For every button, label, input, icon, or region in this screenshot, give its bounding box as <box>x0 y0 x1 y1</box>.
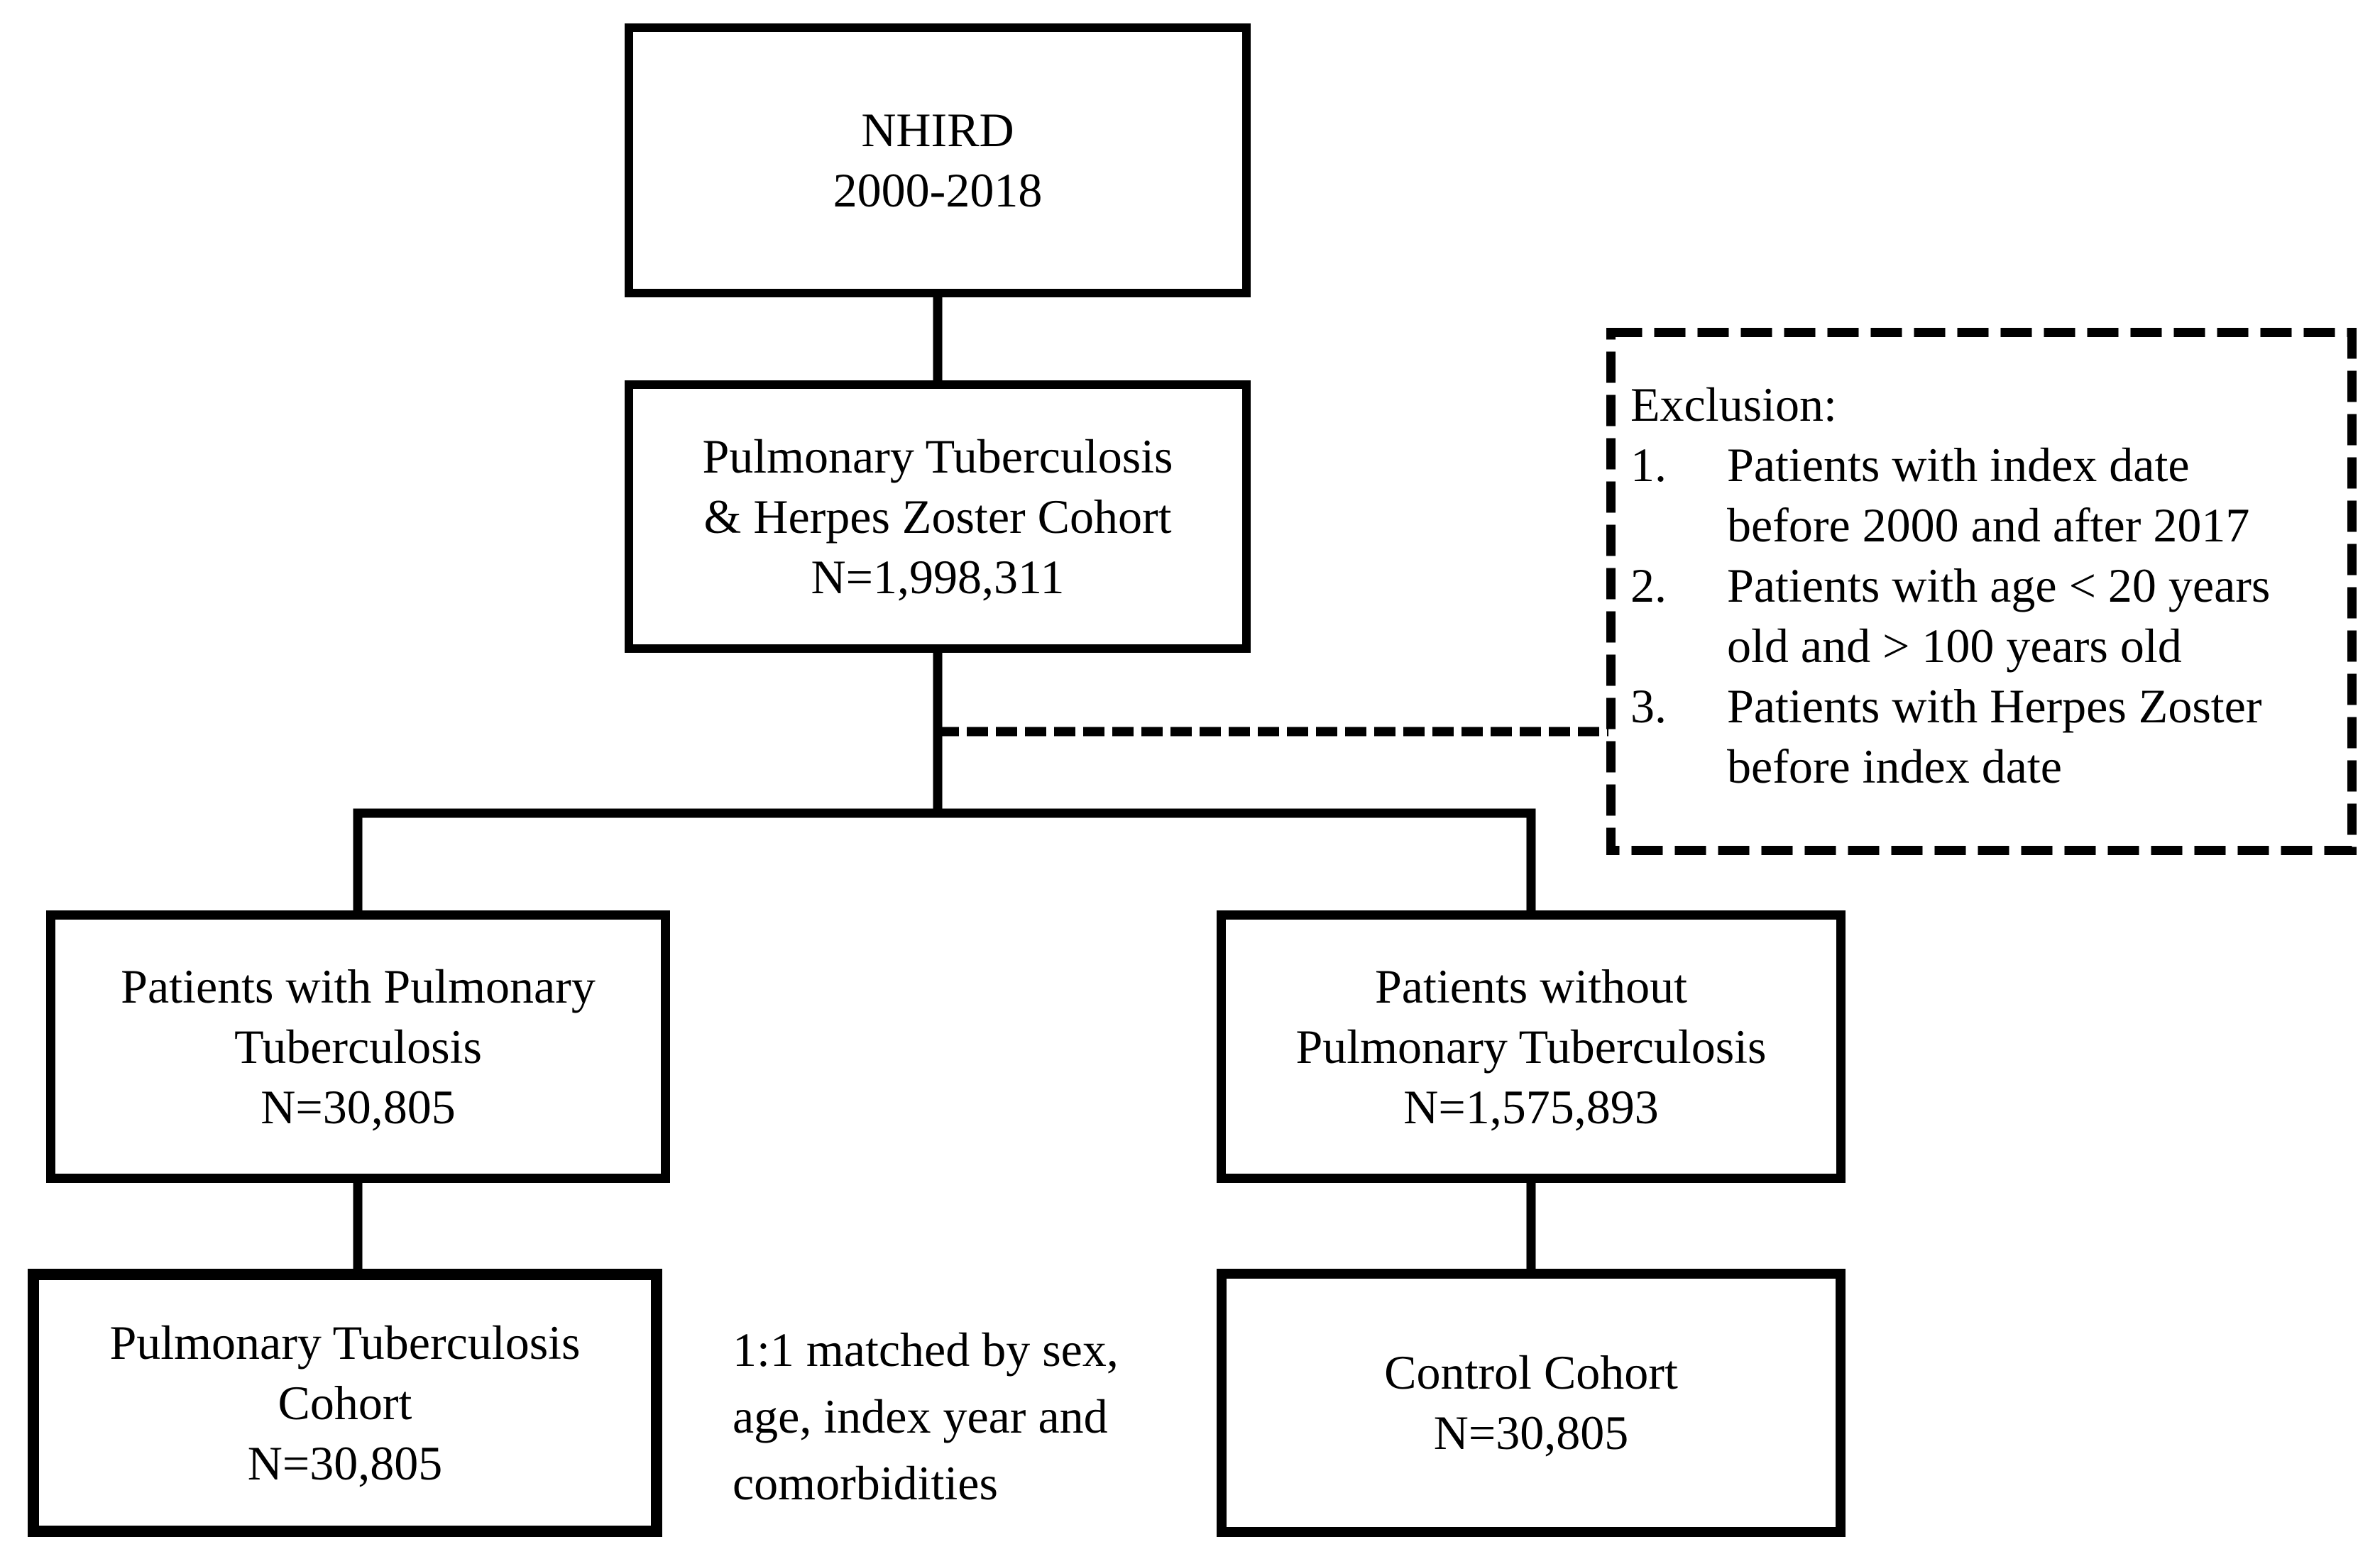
matching-note: 1:1 matched by sex, age, index year and … <box>733 1316 1229 1516</box>
exclusion-item-text-line: Patients with age < 20 years <box>1727 558 2271 612</box>
exclusion-item-text: Patients with index date before 2000 and… <box>1727 435 2347 556</box>
box-text-line: N=30,805 <box>261 1079 456 1134</box>
box-pt-cohort: Pulmonary Tuberculosis Cohort N=30,805 <box>28 1269 662 1537</box>
box-text-line: Control Cohort <box>1384 1345 1678 1399</box>
exclusion-item: 1. Patients with index date before 2000 … <box>1630 435 2347 556</box>
exclusion-item-number: 1. <box>1630 438 1667 492</box>
box-text-line: Tuberculosis <box>234 1019 482 1074</box>
box-text-line: Patients with Pulmonary <box>121 959 596 1013</box>
box-text-line: N=30,805 <box>247 1435 443 1490</box>
matching-note-line: comorbidities <box>733 1456 998 1510</box>
exclusion-item-text-line: Patients with Herpes Zoster <box>1727 679 2262 733</box>
box-patients-without-pt: Patients without Pulmonary Tuberculosis … <box>1217 910 1846 1183</box>
matching-note-line: 1:1 matched by sex, <box>733 1323 1119 1377</box>
box-text-line: N=1,575,893 <box>1403 1079 1659 1134</box>
box-nhird-database: NHIRD 2000-2018 <box>625 23 1251 297</box>
box-text-line: Cohort <box>278 1375 412 1430</box>
exclusion-item-text-line: before index date <box>1727 739 2062 793</box>
branch-line <box>353 808 1536 915</box>
exclusion-panel: Exclusion: 1. Patients with index date b… <box>1606 328 2357 855</box>
exclusion-dashed-border <box>1606 328 2357 855</box>
exclusion-item: 2. Patients with age < 20 years old and … <box>1630 556 2347 676</box>
box-text-line: Patients without <box>1374 959 1688 1013</box>
box-source-cohort: Pulmonary Tuberculosis & Herpes Zoster C… <box>625 380 1251 653</box>
box-text-line: 2000-2018 <box>833 163 1043 217</box>
exclusion-item: 3. Patients with Herpes Zoster before in… <box>1630 676 2347 797</box>
exclusion-title: Exclusion: <box>1630 378 1837 431</box>
matching-note-line: age, index year and <box>733 1389 1108 1443</box>
box-text-line: Pulmonary Tuberculosis <box>109 1315 581 1370</box>
exclusion-item-text-line: before 2000 and after 2017 <box>1727 498 2250 552</box>
box-text-line: & Herpes Zoster Cohort <box>703 489 1172 544</box>
exclusion-item-text: Patients with Herpes Zoster before index… <box>1727 676 2347 797</box>
box-patients-with-pt: Patients with Pulmonary Tuberculosis N=3… <box>46 910 670 1183</box>
box-text-line: Pulmonary Tuberculosis <box>702 429 1173 483</box>
box-text-line: N=1,998,311 <box>811 549 1065 604</box>
box-control-cohort: Control Cohort N=30,805 <box>1217 1269 1846 1537</box>
exclusion-item-text: Patients with age < 20 years old and > 1… <box>1727 556 2347 676</box>
exclusion-item-text-line: Patients with index date <box>1727 438 2190 492</box>
box-text-line: NHIRD <box>861 103 1014 157</box>
exclusion-item-number: 3. <box>1630 679 1667 733</box>
box-text-line: N=30,805 <box>1433 1406 1629 1460</box>
exclusion-item-text-line: old and > 100 years old <box>1727 619 2182 673</box>
exclusion-item-number: 2. <box>1630 558 1667 612</box>
box-text-line: Pulmonary Tuberculosis <box>1295 1019 1767 1074</box>
